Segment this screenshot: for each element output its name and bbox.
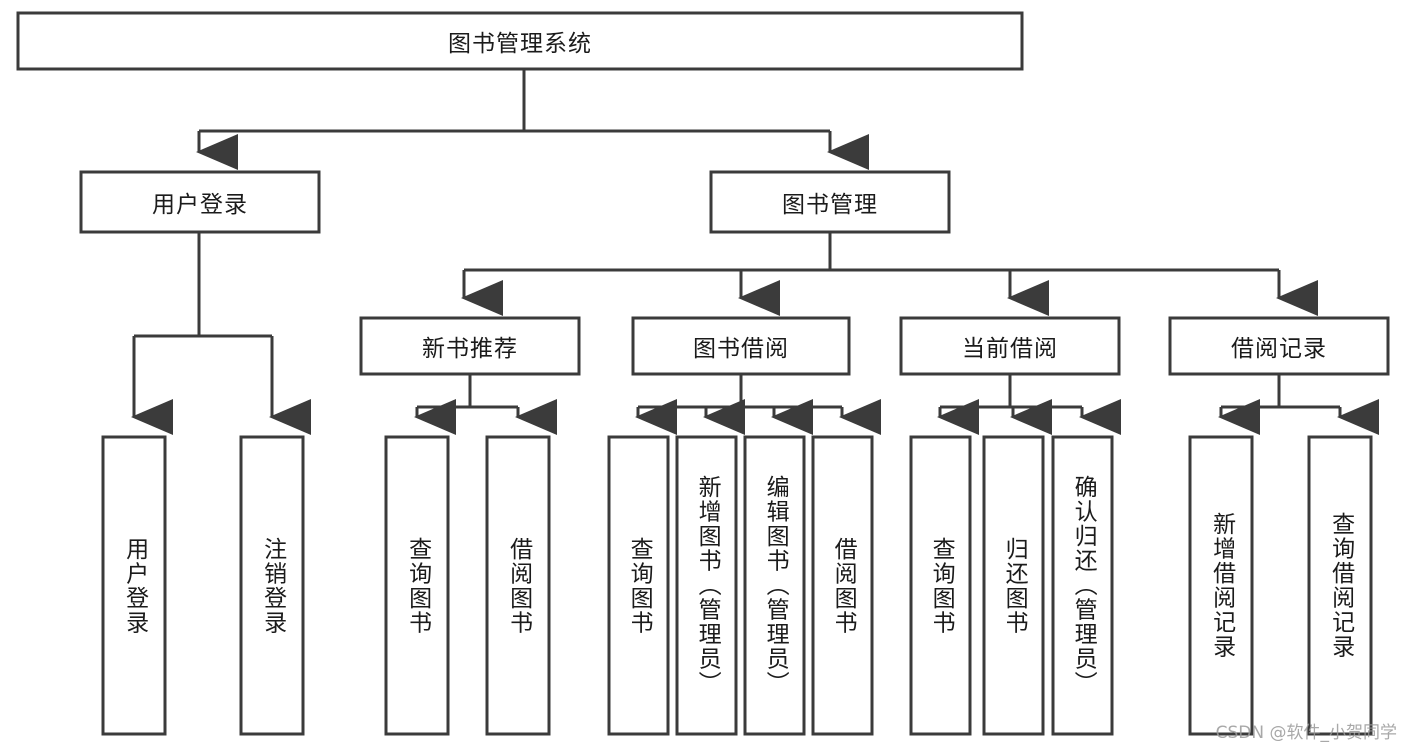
node-box-leaf-confirm-return[interactable] xyxy=(1051,435,1114,736)
node-box-leaf-logout[interactable] xyxy=(239,435,305,736)
node-box-book-borrow[interactable] xyxy=(631,316,851,376)
node-box-leaf-query-record[interactable] xyxy=(1307,435,1373,736)
node-box-leaf-add-record[interactable] xyxy=(1188,435,1254,736)
node-box-current-borrow[interactable] xyxy=(899,316,1121,376)
node-box-borrow-record[interactable] xyxy=(1168,316,1390,376)
node-box-leaf-return-book[interactable] xyxy=(982,435,1045,736)
node-box-root[interactable] xyxy=(16,11,1024,71)
node-box-new-book-recommend[interactable] xyxy=(359,316,581,376)
node-box-leaf-edit-book[interactable] xyxy=(743,435,806,736)
node-box-leaf-borrow-book-2[interactable] xyxy=(811,435,874,736)
node-box-leaf-user-login[interactable] xyxy=(101,435,167,736)
node-box-leaf-query-book-3[interactable] xyxy=(909,435,972,736)
node-box-leaf-query-book-2[interactable] xyxy=(607,435,670,736)
node-box-book-manage[interactable] xyxy=(709,170,951,234)
node-box-leaf-query-book-1[interactable] xyxy=(384,435,450,736)
node-box-leaf-borrow-book-1[interactable] xyxy=(485,435,551,736)
node-box-leaf-add-book[interactable] xyxy=(675,435,738,736)
node-box-user-login[interactable] xyxy=(79,170,321,234)
